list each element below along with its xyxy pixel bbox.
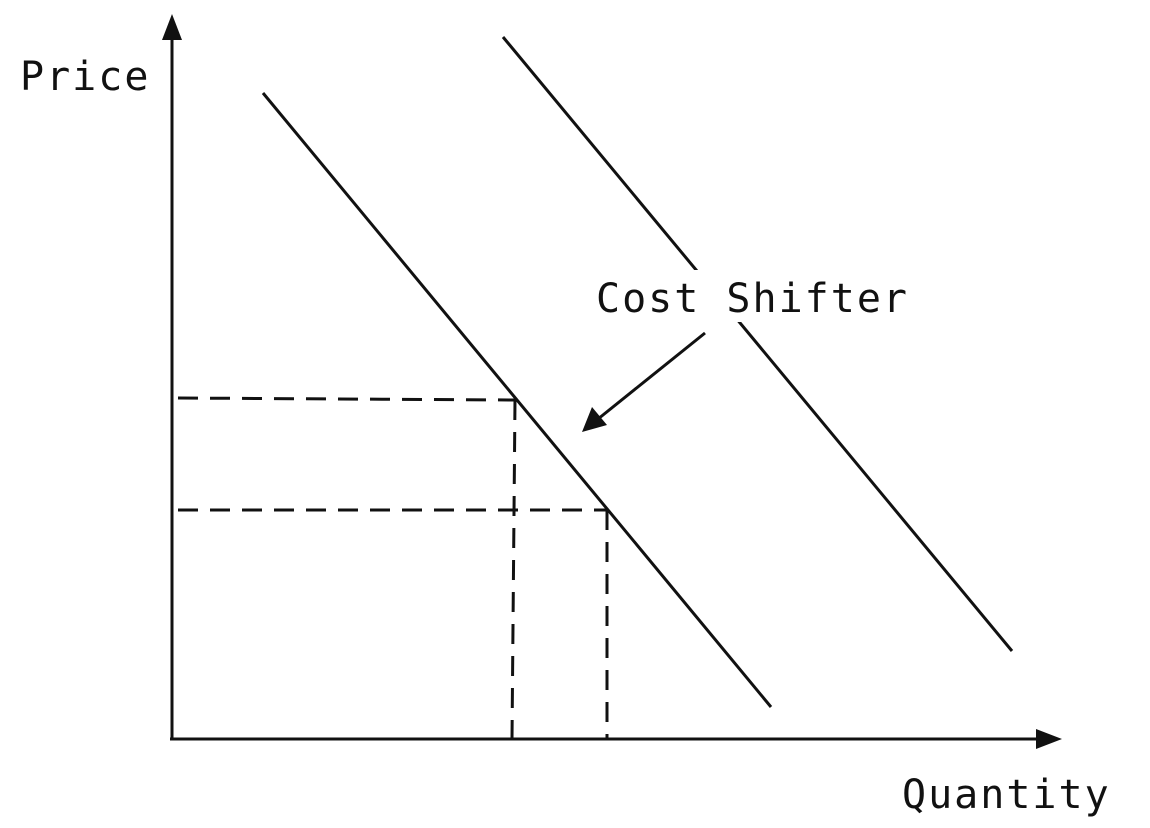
annotation-backdrop <box>592 270 922 322</box>
shift-arrow-shaft <box>597 331 706 421</box>
cost-shifter-label: Cost Shifter <box>596 276 909 322</box>
dashed-price-upper <box>177 396 516 402</box>
y-axis-arrowhead <box>162 14 182 40</box>
x-axis-label: Quantity <box>902 772 1111 818</box>
shift-arrow-head <box>582 407 607 432</box>
y-axis-label: Price <box>20 54 150 100</box>
curve-left <box>261 92 773 708</box>
curve-right <box>501 36 1014 652</box>
dashed-quantity-left <box>510 399 517 740</box>
x-axis-arrowhead <box>1036 729 1062 749</box>
